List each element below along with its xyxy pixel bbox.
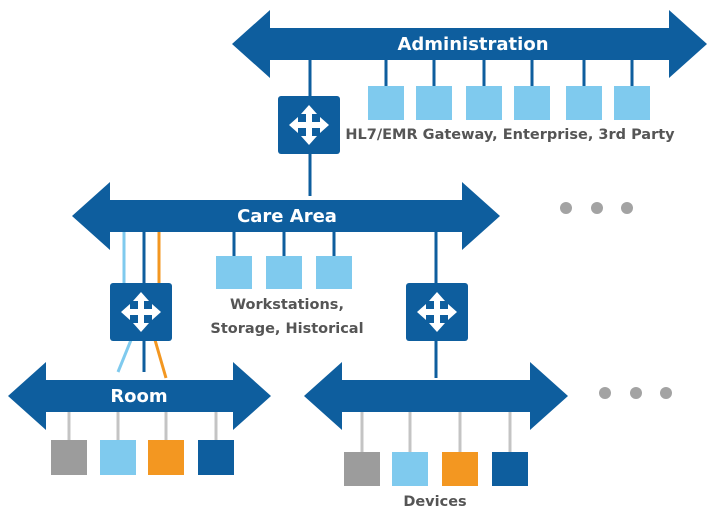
device-node-connectors: [360, 412, 512, 454]
device-lightblue: [392, 452, 428, 486]
room-switch-icon: [110, 283, 172, 341]
room-node-connectors: [67, 412, 218, 442]
admin-node: [514, 86, 550, 120]
care-area-bus-label: Care Area: [237, 206, 337, 227]
admin-node: [466, 86, 502, 120]
devices-caption: Devices: [403, 494, 466, 510]
devices-bus: [304, 362, 568, 430]
room-device-lightblue: [100, 440, 136, 475]
ellipsis-icon: [599, 387, 672, 399]
admin-node: [368, 86, 404, 120]
devices: [344, 452, 528, 486]
top-switch-icon: [278, 96, 340, 154]
room-device-orange: [148, 440, 184, 475]
room-devices: [51, 440, 234, 475]
care-node: [316, 256, 352, 289]
care-nodes-caption-line2: Storage, Historical: [210, 321, 363, 337]
device-orange: [442, 452, 478, 486]
care-node: [216, 256, 252, 289]
admin-nodes-caption: HL7/EMR Gateway, Enterprise, 3rd Party: [345, 127, 675, 143]
device-darkblue: [492, 452, 528, 486]
room-bus-label: Room: [110, 386, 167, 407]
care-node: [266, 256, 302, 289]
room-bus: [8, 362, 271, 430]
administration-bus-label: Administration: [397, 34, 548, 55]
admin-nodes: [368, 86, 650, 120]
admin-node: [614, 86, 650, 120]
devices-switch-icon: [406, 283, 468, 341]
care-node-connectors: [232, 232, 336, 258]
care-nodes-caption-line1: Workstations,: [230, 297, 344, 313]
room-uplinks: [116, 232, 168, 379]
admin-node: [416, 86, 452, 120]
administration-bus: [232, 10, 707, 78]
admin-node: [566, 86, 602, 120]
ellipsis-icon: [560, 202, 633, 214]
room-device-gray: [51, 440, 87, 475]
admin-node-connectors: [384, 60, 634, 88]
room-device-darkblue: [198, 440, 234, 475]
device-gray: [344, 452, 380, 486]
care-nodes: [216, 256, 352, 289]
care-area-bus: [72, 182, 500, 250]
